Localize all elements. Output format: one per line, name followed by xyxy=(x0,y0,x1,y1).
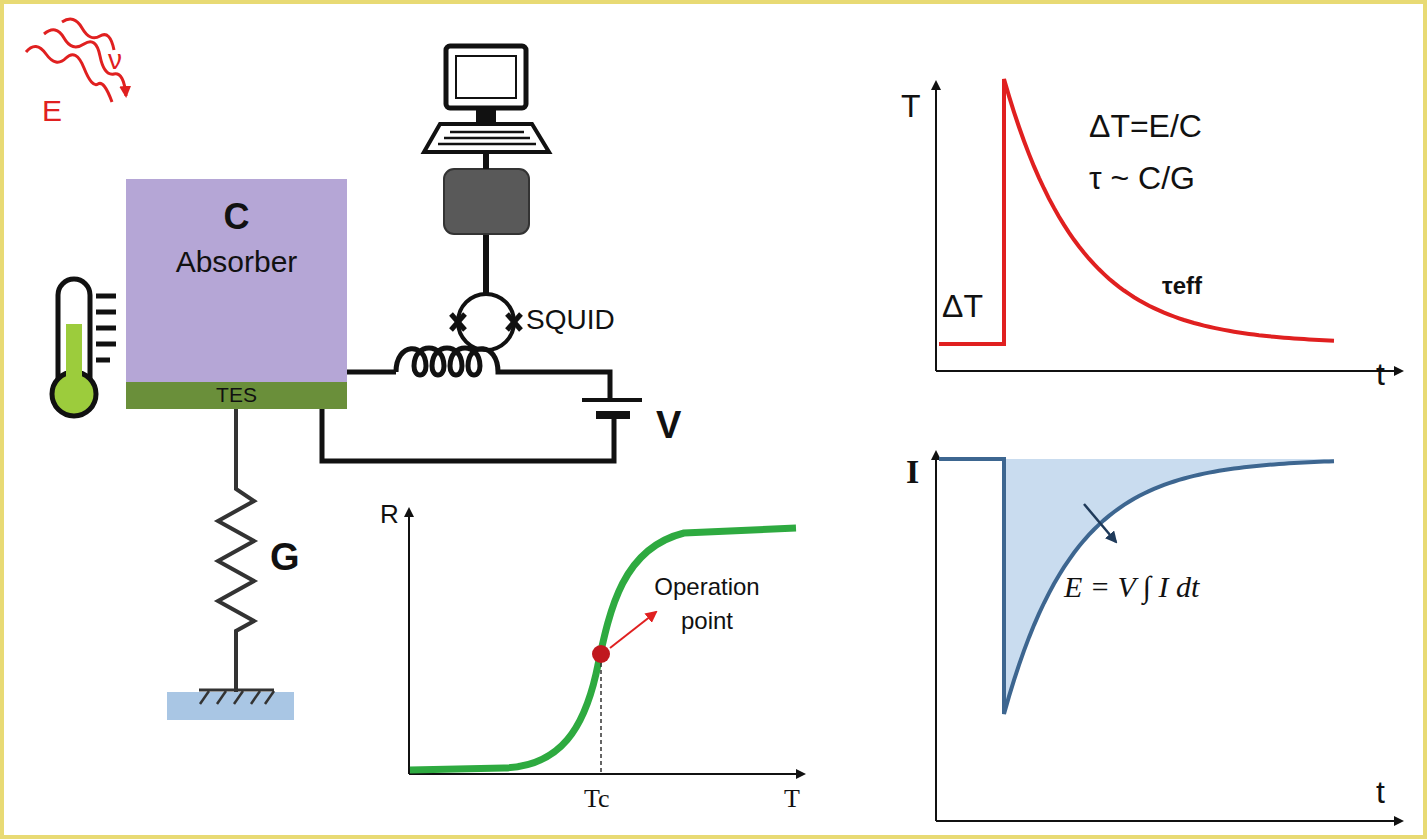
squid-label: SQUID xyxy=(526,304,615,336)
wire xyxy=(483,154,489,169)
conductance-label: G xyxy=(270,536,300,580)
heat-bath xyxy=(167,690,294,720)
temperature-pulse-graph xyxy=(936,79,1402,371)
voltage-label: V xyxy=(656,404,681,448)
bias-circuit xyxy=(322,348,614,461)
axis-label: R xyxy=(380,500,399,530)
delta-t-label: ΔT xyxy=(942,288,983,325)
node-title: TES xyxy=(216,383,257,406)
node-text: Absorber xyxy=(176,245,298,278)
current-pulse-graph xyxy=(936,452,1402,821)
thermometer-icon xyxy=(52,279,116,416)
formula-label: τ ~ C/G xyxy=(1089,160,1195,197)
time-constant-label: τeff xyxy=(1162,272,1202,300)
operation-label: Operation point xyxy=(632,570,782,637)
axis-label: I xyxy=(906,452,919,491)
squid-symbol xyxy=(451,234,521,350)
tes-strip: TES xyxy=(126,382,347,409)
axis-label: T xyxy=(901,88,921,125)
battery-symbol xyxy=(582,400,642,415)
energy-formula: E = V ∫ I dt xyxy=(1064,570,1199,605)
axis-tick-label: Tc xyxy=(584,784,610,814)
frequency-label: ν xyxy=(108,44,122,76)
radiation-wave xyxy=(26,19,126,102)
absorber-box: C Absorber xyxy=(126,179,347,382)
thermal-link-resistor xyxy=(218,407,254,692)
rt-graph xyxy=(409,509,804,774)
amplifier-box xyxy=(444,169,529,234)
axis-label: t xyxy=(1376,356,1385,393)
node-title: C xyxy=(224,197,250,237)
formula-label: ΔT=E/C xyxy=(1089,108,1202,145)
axis-label: T xyxy=(784,784,800,814)
energy-label: E xyxy=(42,94,62,129)
illustration xyxy=(4,4,1427,839)
computer-icon xyxy=(424,46,549,152)
axis-label: t xyxy=(1376,774,1385,811)
